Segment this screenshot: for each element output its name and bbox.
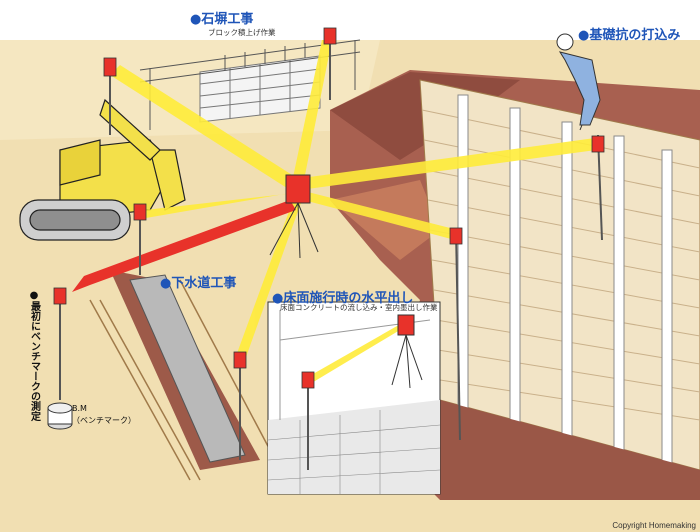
staff-receivers: [53, 27, 605, 389]
rotary-laser: [269, 174, 319, 259]
sewer-title: ●下水道工事: [160, 276, 237, 291]
rotary-laser-inset: [391, 314, 423, 389]
wall-bottom-soil: [440, 400, 700, 500]
worker: [556, 33, 601, 131]
red-beam-arrow: [72, 200, 296, 292]
masonry-title: ●石塀工事: [190, 12, 254, 27]
rebar: [224, 43, 306, 70]
floor-subtitle: 床面コンクリートの流し込み・室内墨出し作業: [280, 303, 438, 312]
sewer-pipe: [129, 274, 246, 463]
bm-description: （ベンチマーク）: [72, 416, 136, 425]
floor-title: ●床面施行時の水平出し: [272, 291, 414, 306]
copyright-text: Copyright Homemaking: [612, 521, 696, 530]
laser-beams: [110, 40, 596, 384]
bm-code: B.M: [72, 404, 87, 413]
foundation-title: ●基礎抗の打込み: [578, 28, 681, 43]
level-staffs: [59, 30, 603, 470]
benchmark-note: ●最初にベンチマークの測定: [28, 290, 40, 421]
trench-boards: [89, 279, 271, 481]
block-wall: [199, 55, 321, 123]
excavator: [19, 98, 186, 241]
sheet-pile-wall: [419, 79, 700, 471]
benchmark-marker: [47, 402, 73, 430]
masonry-subtitle: ブロック積上げ作業: [208, 28, 276, 37]
